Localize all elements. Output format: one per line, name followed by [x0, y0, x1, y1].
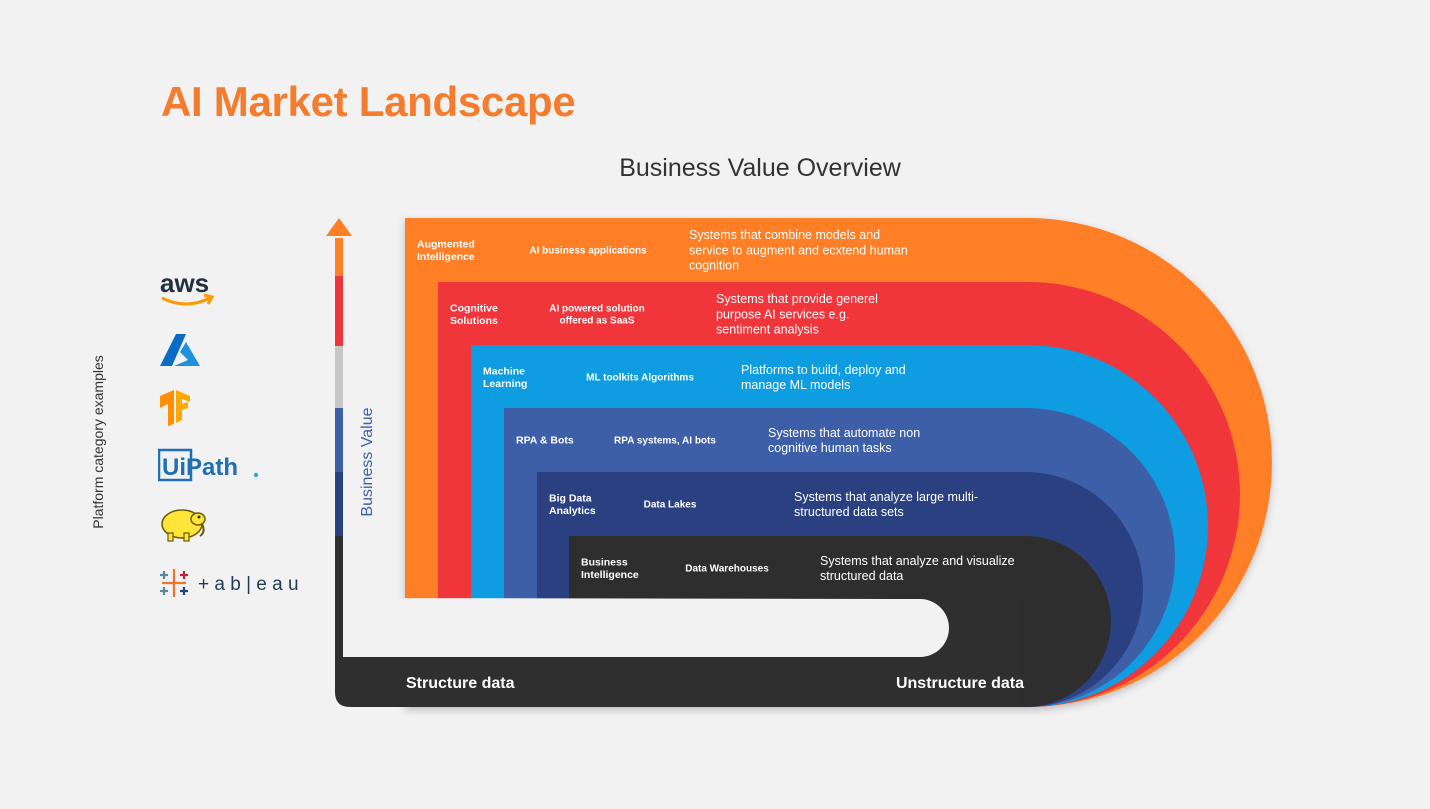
- layer-example: RPA systems, AI bots: [614, 436, 716, 447]
- layer-description: Systems that analyze large multi-structu…: [794, 490, 978, 519]
- layer-name: RPA & Bots: [516, 435, 574, 447]
- base-inner-cutout: [343, 598, 949, 657]
- layer-example: Data Lakes: [644, 500, 697, 511]
- unstructure-data-label: Unstructure data: [896, 675, 1024, 692]
- aws-logo-icon: aws: [158, 268, 218, 317]
- aws-logo-text: aws: [160, 268, 209, 298]
- tableau-logo-text: + a b | e a u: [198, 574, 299, 595]
- diagram-subtitle: Business Value Overview: [619, 154, 901, 182]
- layer-example: AI business applications: [529, 246, 647, 257]
- business-value-axis: [326, 218, 352, 606]
- tensorflow-logo-icon: [158, 390, 192, 431]
- layer-example: ML toolkits Algorithms: [586, 373, 694, 384]
- uipath-logo-text: UiPath: [162, 454, 238, 481]
- structure-data-label: Structure data: [406, 675, 515, 692]
- page-title: AI Market Landscape: [161, 78, 576, 125]
- hadoop-logo-icon: [158, 506, 208, 547]
- layer-example: Data Warehouses: [685, 564, 769, 575]
- business-value-label: Business Value: [359, 407, 376, 516]
- axis-arrow-icon: [326, 218, 352, 236]
- azure-logo-icon: [158, 332, 202, 373]
- tableau-logo-icon: + a b | e a u: [158, 565, 318, 606]
- uipath-logo-icon: UiPath: [157, 448, 262, 489]
